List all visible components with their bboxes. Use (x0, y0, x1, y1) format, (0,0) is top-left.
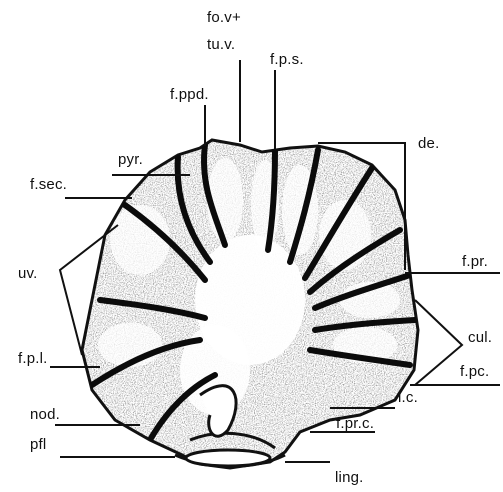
label-fps: f.p.s. (270, 52, 304, 67)
label-pfl: pfl (30, 437, 46, 452)
label-fov-tuv-line2: tu.v. (207, 37, 235, 52)
label-fpl: f.p.l. (18, 351, 48, 366)
label-fpc: f.pc. (460, 364, 489, 379)
label-fprc: f.pr.c. (336, 416, 374, 431)
label-cul: cul. (468, 330, 492, 345)
label-ling: ling. (335, 470, 364, 485)
label-fpr: f.pr. (462, 254, 488, 269)
label-lc: l.c. (398, 390, 418, 405)
label-fov-tuv-line1: fo.v+ (207, 10, 241, 25)
label-uv: uv. (18, 266, 38, 281)
label-fppd: f.ppd. (170, 87, 209, 102)
label-pyr: pyr. (118, 152, 143, 167)
leader-cul (415, 300, 462, 385)
label-nod: nod. (30, 407, 60, 422)
label-fsec: f.sec. (30, 177, 67, 192)
label-de: de. (418, 136, 439, 151)
